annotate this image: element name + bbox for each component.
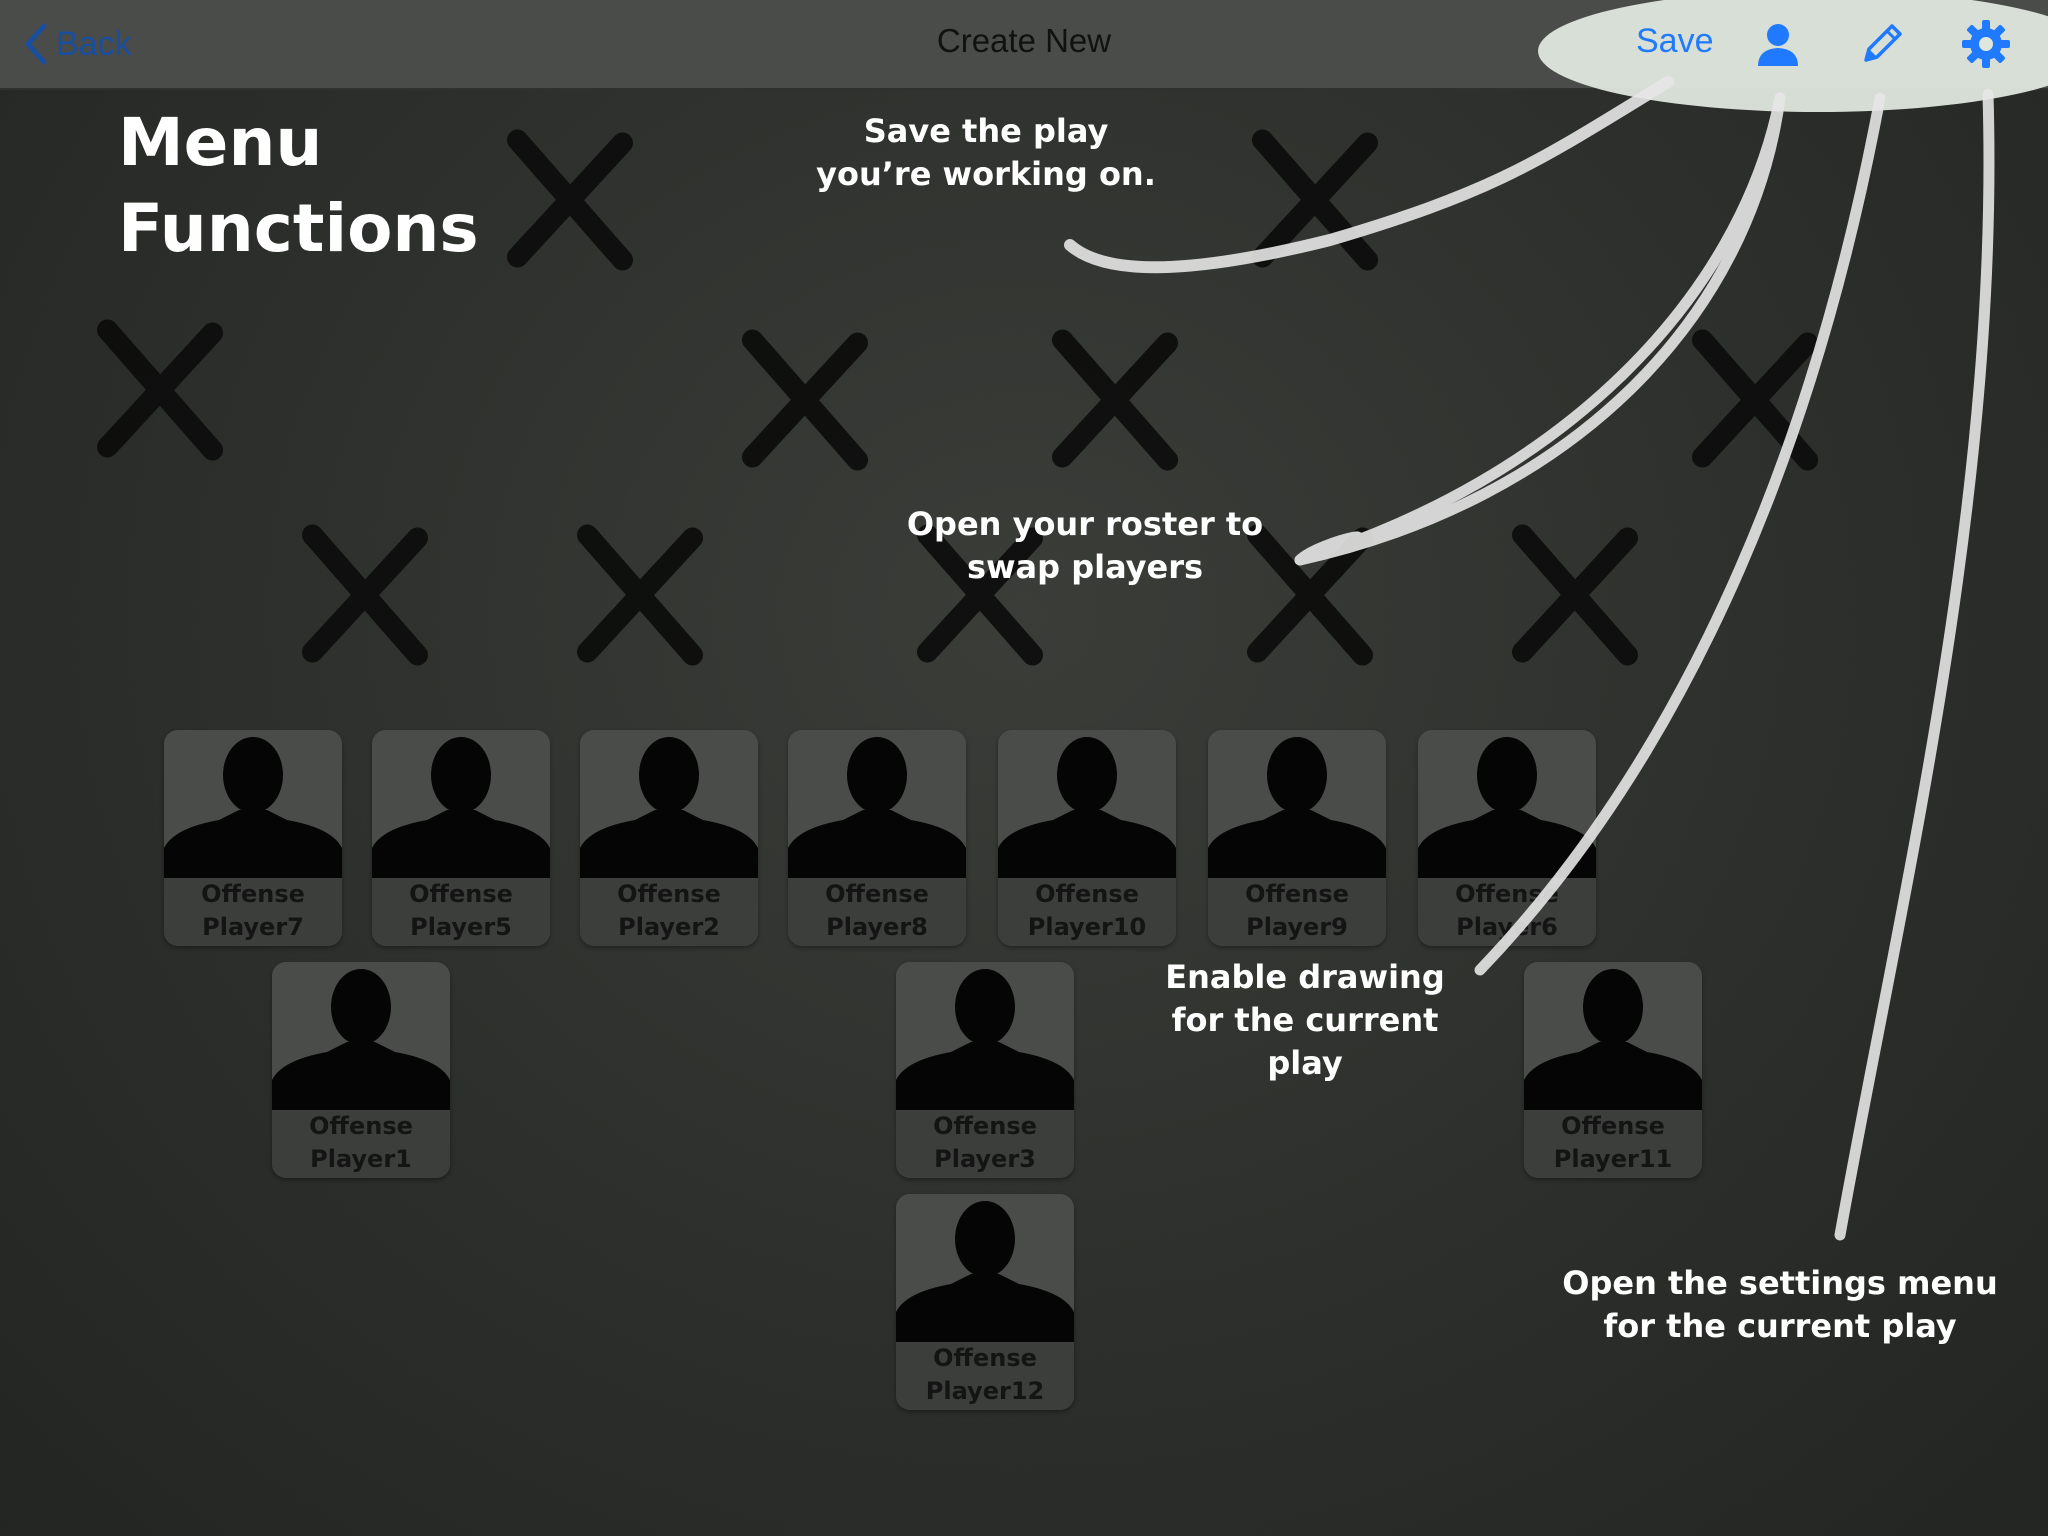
back-label: Back	[56, 24, 132, 63]
roster-icon[interactable]	[1752, 18, 1804, 70]
player-silhouette-icon	[164, 730, 342, 878]
player-name: Offense Player9	[1208, 878, 1386, 946]
player-name: Offense Player3	[896, 1110, 1074, 1178]
defense-x-mark	[1680, 325, 1830, 475]
player-card[interactable]: Offense Player9	[1208, 730, 1386, 946]
player-name: Offense Player6	[1418, 878, 1596, 946]
defense-x-mark	[290, 520, 440, 670]
player-card[interactable]: Offense Player2	[580, 730, 758, 946]
player-card[interactable]: Offense Player11	[1524, 962, 1702, 1178]
page-title: Create New	[936, 22, 1112, 59]
player-card[interactable]: Offense Player3	[896, 962, 1074, 1178]
overlay-heading: Menu Functions	[118, 104, 479, 267]
player-card[interactable]: Offense Player8	[788, 730, 966, 946]
player-silhouette-icon	[1524, 962, 1702, 1110]
player-name: Offense Player7	[164, 878, 342, 946]
save-button[interactable]: Save	[1636, 22, 1714, 60]
player-card[interactable]: Offense Player10	[998, 730, 1176, 946]
player-name: Offense Player8	[788, 878, 966, 946]
pencil-icon[interactable]	[1856, 18, 1908, 70]
player-silhouette-icon	[272, 962, 450, 1110]
player-silhouette-icon	[896, 1194, 1074, 1342]
defense-x-mark	[905, 520, 1055, 670]
player-card[interactable]: Offense Player6	[1418, 730, 1596, 946]
player-name: Offense Player2	[580, 878, 758, 946]
back-button[interactable]: Back	[22, 18, 132, 70]
player-silhouette-icon	[896, 962, 1074, 1110]
player-name: Offense Player5	[372, 878, 550, 946]
player-card[interactable]: Offense Player5	[372, 730, 550, 946]
player-silhouette-icon	[788, 730, 966, 878]
player-card[interactable]: Offense Player7	[164, 730, 342, 946]
player-name: Offense Player12	[896, 1342, 1074, 1410]
defense-x-mark	[495, 125, 645, 275]
player-silhouette-icon	[998, 730, 1176, 878]
settings-note: Open the settings menu for the current p…	[1562, 1264, 1998, 1345]
player-silhouette-icon	[372, 730, 550, 878]
defense-x-mark	[730, 325, 880, 475]
defense-x-mark	[85, 315, 235, 465]
roster-note: Open your roster to swap players	[906, 505, 1264, 586]
drawing-note: Enable drawing for the current play	[1165, 958, 1445, 1082]
defense-x-mark	[565, 520, 715, 670]
gear-icon[interactable]	[1960, 18, 2012, 70]
defense-x-mark	[1040, 325, 1190, 475]
player-card[interactable]: Offense Player12	[896, 1194, 1074, 1410]
player-silhouette-icon	[1418, 730, 1596, 878]
chevron-left-icon	[25, 23, 47, 65]
player-silhouette-icon	[1208, 730, 1386, 878]
player-name: Offense Player1	[272, 1110, 450, 1178]
defense-x-mark	[1240, 125, 1390, 275]
player-name: Offense Player11	[1524, 1110, 1702, 1178]
player-silhouette-icon	[580, 730, 758, 878]
player-card[interactable]: Offense Player1	[272, 962, 450, 1178]
save-note: Save the play you’re working on.	[816, 112, 1156, 193]
player-name: Offense Player10	[998, 878, 1176, 946]
defense-x-mark	[1500, 520, 1650, 670]
navigation-bar: Back Create New Save	[0, 0, 2048, 112]
